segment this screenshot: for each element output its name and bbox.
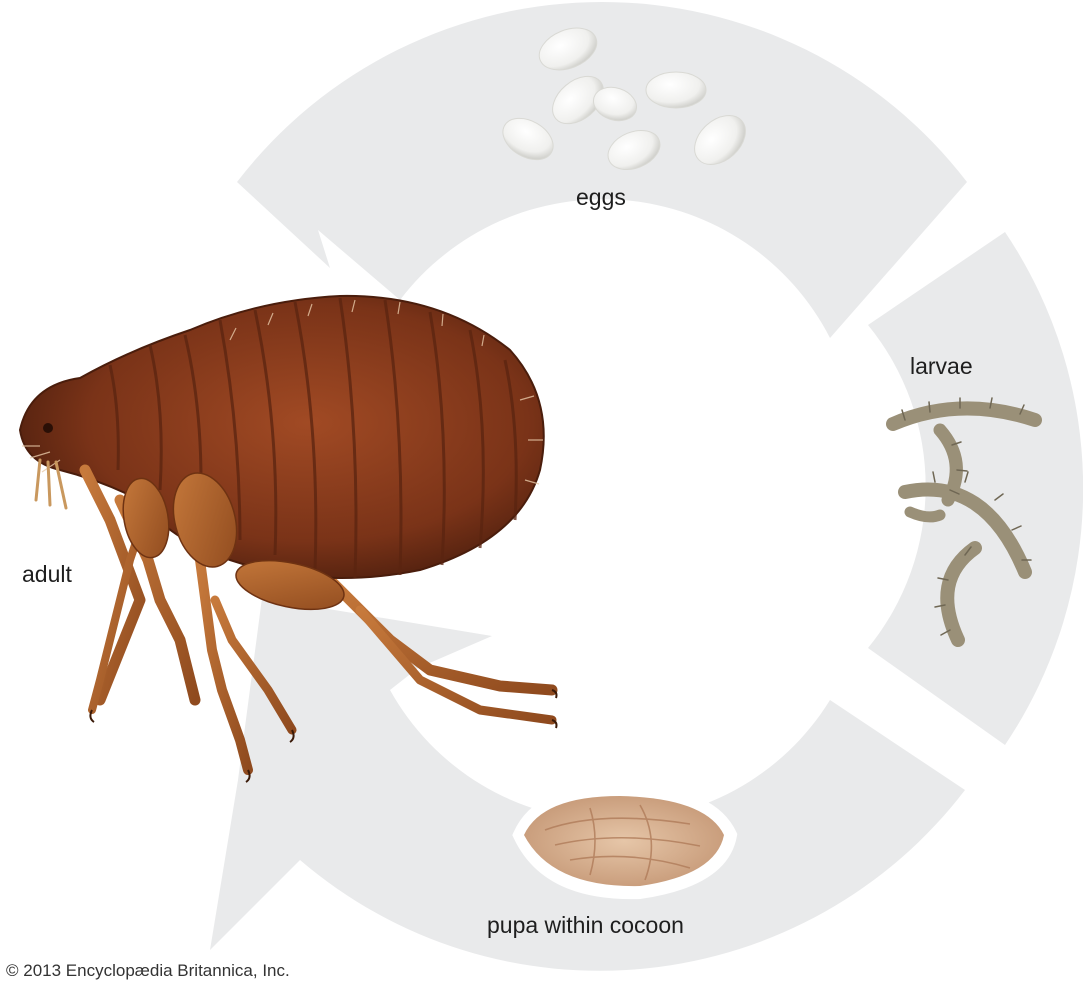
stage-label-pupa: pupa within cocoon (487, 912, 684, 939)
stage-label-eggs: eggs (576, 184, 626, 211)
ring-segment-eggs (237, 2, 967, 338)
cocoon-icon (520, 790, 730, 892)
stage-label-larvae: larvae (910, 353, 973, 380)
copyright-credit: © 2013 Encyclopædia Britannica, Inc. (6, 961, 290, 981)
stage-label-adult: adult (22, 561, 72, 588)
